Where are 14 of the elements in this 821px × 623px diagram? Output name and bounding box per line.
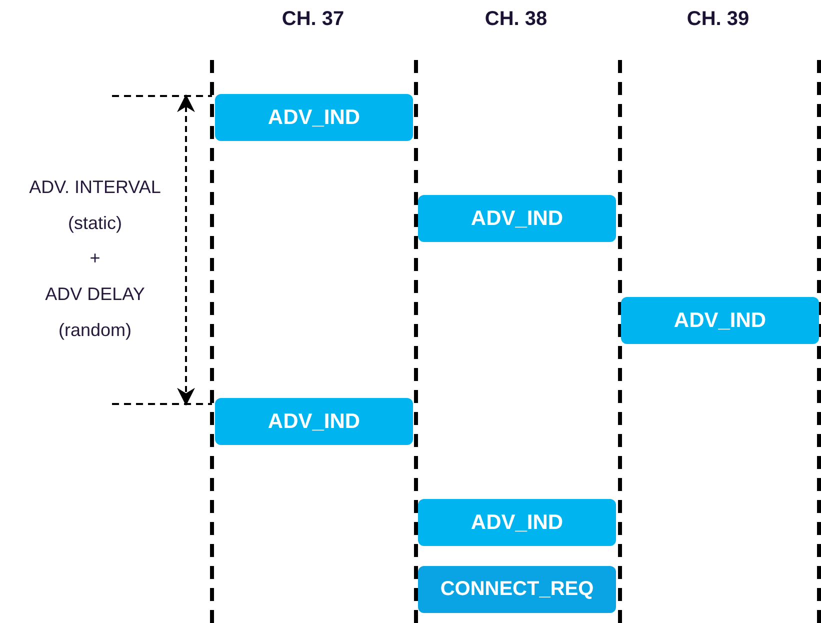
message-box: ADV_IND xyxy=(215,94,413,141)
channel-header: CH. 39 xyxy=(686,8,750,31)
message-box: ADV_IND xyxy=(418,499,616,546)
message-box: ADV_IND xyxy=(621,297,819,344)
channel-header: CH. 38 xyxy=(484,8,548,31)
interval-label: ADV. INTERVAL xyxy=(29,177,161,198)
interval-label: (static) xyxy=(68,213,122,234)
interval-label: + xyxy=(90,248,100,269)
message-box: CONNECT_REQ xyxy=(418,566,616,613)
channel-header: CH. 37 xyxy=(282,8,344,31)
message-box: ADV_IND xyxy=(215,398,413,445)
interval-label: ADV DELAY xyxy=(45,284,145,305)
interval-label: (random) xyxy=(58,320,132,341)
message-box: ADV_IND xyxy=(418,195,616,242)
